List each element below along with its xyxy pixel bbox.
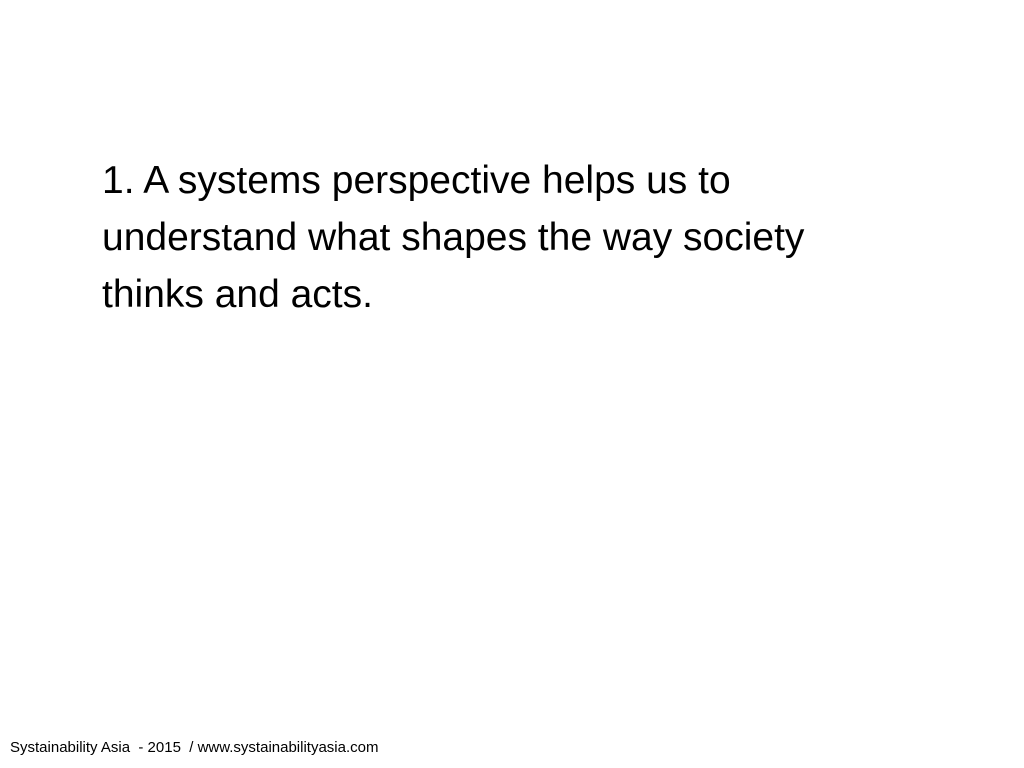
slide-footer: Systainability Asia - 2015 / www.systain…	[10, 739, 379, 756]
slide-body-text: 1. A systems perspective helps us to und…	[102, 152, 902, 323]
body-text-line: understand what shapes the way society	[102, 216, 805, 259]
body-text-line: thinks and acts.	[102, 273, 373, 316]
body-text-line: 1. A systems perspective helps us to	[102, 159, 731, 202]
